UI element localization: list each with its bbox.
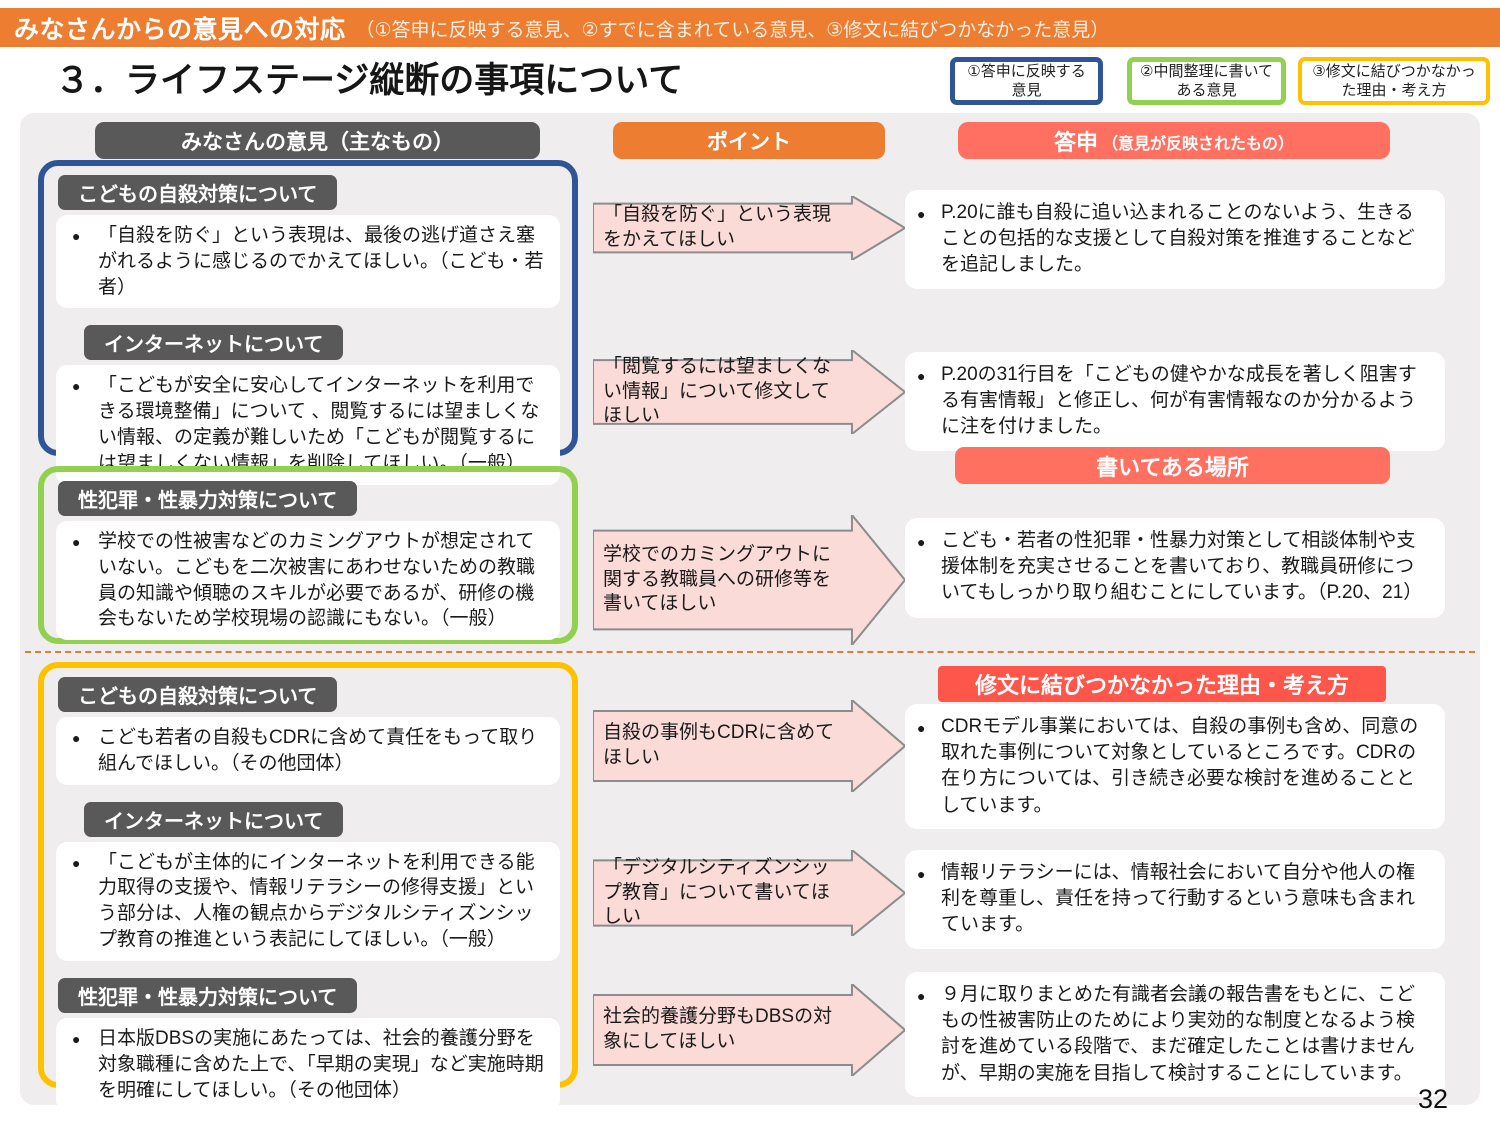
topic-label-internet: インターネットについて [84, 801, 344, 837]
reply-card: P.20に誰も自殺に追い込まれることのないよう、生きることの包括的な支援として自… [905, 190, 1445, 289]
legend-reflected-opinion: ①答申に反映する意見 [950, 57, 1103, 105]
point-text: 社会的養護分野もDBSの対象にしてほしい [603, 1006, 833, 1052]
column-header-opinions: みなさんの意見（主なもの） [95, 122, 540, 159]
reply-card: こども・若者の性犯罪・性暴力対策として相談体制や支援体制を充実させることを書いて… [905, 518, 1445, 618]
point-arrow: 「閲覧するには望ましくない情報」について修文してほしい [593, 350, 905, 434]
arrow-right-icon [593, 850, 905, 936]
point-arrow: 社会的養護分野もDBSの対象にしてほしい [593, 984, 905, 1076]
topic-label-suicide: こどもの自殺対策について [58, 677, 338, 712]
top-banner: みなさんからの意見への対応 （①答申に反映する意見、②すでに含まれている意見、③… [0, 8, 1500, 47]
arrow-right-icon [593, 984, 905, 1076]
section-header-written-place: 書いてある場所 [955, 447, 1390, 484]
arrow-right-icon [593, 515, 905, 645]
point-text: 学校でのカミングアウトに関する教職員への研修等を書いてほしい [603, 543, 832, 615]
column-header-reply: 答申 （意見が反映されたもの） [958, 122, 1390, 159]
point-arrow: 「自殺を防ぐ」という表現をかえてほしい [593, 196, 905, 260]
point-arrow: 自殺の事例もCDRに含めてほしい [593, 700, 905, 792]
topic-label-sex-crime: 性犯罪・性暴力対策について [58, 481, 358, 516]
opinion-card: 「こどもが主体的にインターネットを利用できる能力取得の支援や、情報リテラシーの修… [56, 841, 560, 961]
dashed-divider [25, 651, 1475, 653]
topic-label-internet: インターネットについて [84, 325, 344, 361]
reply-card: P.20の31行目を「こどもの健やかな成長を著しく阻害する有害情報」と修正し、何… [905, 352, 1445, 451]
point-text: 「自殺を防ぐ」という表現をかえてほしい [603, 204, 832, 250]
reply-card: CDRモデル事業においては、自殺の事例も含め、同意の取れた事例について対象として… [905, 704, 1445, 829]
opinion-group-reflected: こどもの自殺対策について 「自殺を防ぐ」という表現は、最後の逃げ道さえ塞がれるよ… [38, 160, 578, 485]
point-text: 「デジタルシティズンシップ教育」について書いてほしい [603, 856, 830, 928]
opinion-card: 日本版DBSの実施にあたっては、社会的養護分野を対象職種に含めた上で、「早期の実… [56, 1017, 560, 1112]
column-header-points: ポイント [613, 122, 885, 159]
point-arrow: 学校でのカミングアウトに関する教職員への研修等を書いてほしい [593, 515, 905, 645]
legend-already-written-opinion: ②中間整理に書いてある意見 [1127, 57, 1286, 105]
banner-subtitle: （①答申に反映する意見、②すでに含まれている意見、③修文に結びつかなかった意見） [355, 20, 1110, 41]
arrow-right-icon [593, 350, 905, 434]
section-header-not-revised-reason: 修文に結びつかなかった理由・考え方 [938, 666, 1386, 702]
banner-title: みなさんからの意見への対応 [14, 15, 346, 44]
arrow-right-icon [593, 700, 905, 792]
topic-label-suicide: こどもの自殺対策について [58, 175, 338, 210]
opinion-group-not-revised: こどもの自殺対策について こども若者の自殺もCDRに含めて責任をもって取り組んで… [38, 662, 578, 1112]
opinion-card: こども若者の自殺もCDRに含めて責任をもって取り組んでほしい。（その他団体） [56, 717, 560, 785]
page-title: ３．ライフステージ縦断の事項について [55, 61, 684, 100]
point-text: 自殺の事例もCDRに含めてほしい [603, 722, 835, 768]
reply-card: ９月に取りまとめた有識者会議の報告書をもとに、こどもの性被害防止のためにより実効… [905, 972, 1445, 1097]
opinion-group-already-written: 性犯罪・性暴力対策について 学校での性被害などのカミングアウトが想定されていない… [38, 466, 578, 644]
reply-card: 情報リテラシーには、情報社会において自分や他人の権利を尊重し、責任を持って行動す… [905, 850, 1445, 949]
point-arrow: 「デジタルシティズンシップ教育」について書いてほしい [593, 850, 905, 936]
reply-header-sub: （意見が反映されたもの） [1102, 136, 1295, 153]
reply-header-main: 答申 [1053, 129, 1098, 155]
legend-not-revised-reason: ③修文に結びつかなかった理由・考え方 [1298, 57, 1490, 105]
page-number: 32 [1418, 1084, 1449, 1114]
arrow-right-icon [593, 196, 905, 260]
opinion-card: 「自殺を防ぐ」という表現は、最後の逃げ道さえ塞がれるように感じるのでかえてほしい… [56, 215, 560, 309]
topic-label-sex-crime: 性犯罪・性暴力対策について [58, 977, 358, 1013]
opinion-card: 学校での性被害などのカミングアウトが想定されていない。こどもを二次被害にあわせな… [56, 521, 560, 641]
point-text: 「閲覧するには望ましくない情報」について修文してほしい [603, 355, 832, 427]
